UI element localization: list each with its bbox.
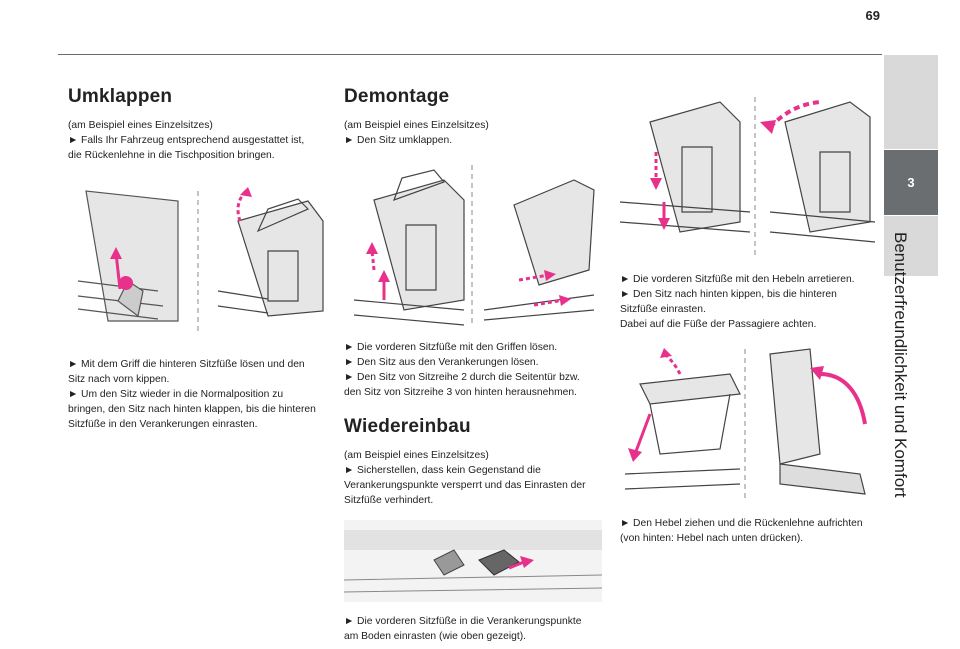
illustration-raise-backrest [620,344,882,504]
paragraph: Sitzfüße in den Verankerungen einrasten. [68,419,258,430]
paragraph: ► Den Sitz von Sitzreihe 2 durch die Sei… [344,372,580,383]
paragraph: ► Sicherstellen, dass kein Gegenstand di… [344,465,541,476]
paragraph: ► Die vorderen Sitzfüße in die Verankeru… [344,616,582,627]
page-number: 69 [865,8,880,23]
paragraph: ► Die vorderen Sitzfüße mit den Griffen … [344,342,558,353]
chapter-tab[interactable]: 3 [884,150,938,215]
paragraph: am Boden einrasten (wie oben gezeigt). [344,631,527,642]
chapter-number: 3 [907,175,915,190]
paragraph: ► Den Sitz aus den Verankerungen lösen. [344,357,539,368]
paragraph: Dabei auf die Füße der Passagiere achten… [620,319,817,330]
side-tab-bar-bottom [884,216,938,276]
paragraph: bringen, den Sitz nach hinten klappen, b… [68,404,316,415]
column-continued: ► Die vorderen Sitzfüße mit den Hebeln a… [620,92,882,546]
paragraph: die Rückenlehne in die Tischposition bri… [68,150,275,161]
paragraph: ► Mit dem Griff die hinteren Sitzfüße lö… [68,359,305,370]
heading-wiedereinbau: Wiedereinbau [344,416,471,437]
paragraph: (am Beispiel eines Einzelsitzes) [344,120,489,131]
illustration-fold-seat [68,181,330,341]
paragraph: (von hinten: Hebel nach unten drücken). [620,533,804,544]
paragraph: ► Den Sitz umklappen. [344,135,453,146]
paragraph: Sitzfüße einrasten. [620,304,706,315]
illustration-reinstall-seat [344,520,606,602]
heading-demontage: Demontage [344,86,450,107]
paragraph: Verankerungspunkte versperrt und das Ein… [344,480,586,491]
chapter-title: Benutzerfreundlichkeit und Komfort [891,232,910,498]
paragraph: (am Beispiel eines Einzelsitzes) [344,450,489,461]
column-umklappen: Umklappen (am Beispiel eines Einzelsitze… [68,80,330,432]
heading-umklappen: Umklappen [68,86,173,107]
paragraph: Sitzfüße verhindert. [344,495,434,506]
illustration-lock-seat [620,92,882,260]
illustration-remove-seat [344,160,606,330]
side-tab-bar-top [884,55,938,149]
top-rule [58,54,882,55]
column-demontage: Demontage (am Beispiel eines Einzelsitze… [344,80,606,644]
paragraph: Sitz nach vorn kippen. [68,374,170,385]
paragraph: den Sitz von Sitzreihe 3 von hinten hera… [344,387,577,398]
paragraph: (am Beispiel eines Einzelsitzes) [68,120,213,131]
paragraph: ► Falls Ihr Fahrzeug entsprechend ausges… [68,135,305,146]
paragraph: ► Um den Sitz wieder in die Normalpositi… [68,389,284,400]
paragraph: ► Den Sitz nach hinten kippen, bis die h… [620,289,837,300]
paragraph: ► Den Hebel ziehen und die Rückenlehne a… [620,518,863,529]
paragraph: ► Die vorderen Sitzfüße mit den Hebeln a… [620,274,855,285]
